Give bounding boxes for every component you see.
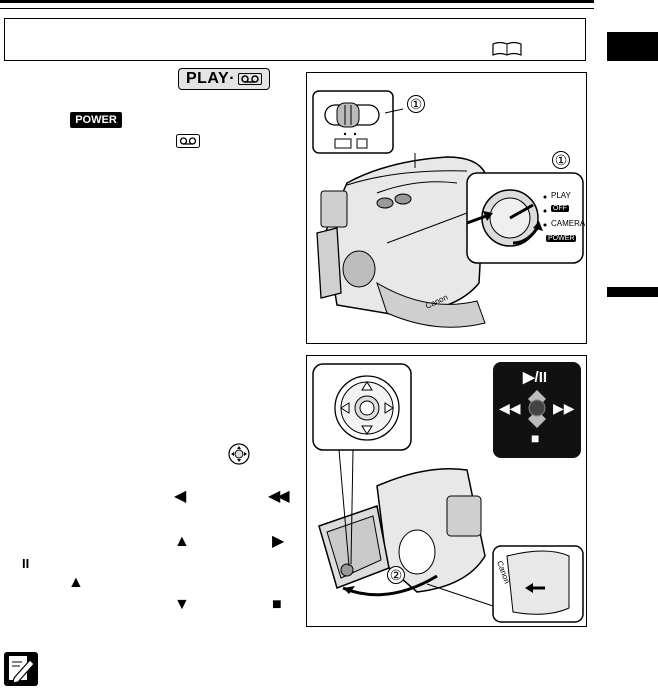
panel-ffwd: ▶▶	[553, 400, 575, 416]
header-box	[4, 18, 586, 61]
play-mode-badge: PLAY·	[178, 68, 270, 90]
book-reference-icon	[492, 41, 522, 56]
side-tab-bottom	[607, 287, 658, 297]
step-down-arrow: ▼	[174, 596, 190, 613]
dial-label-power: POWER	[546, 235, 577, 242]
step-play-symbol: ▶	[272, 533, 285, 550]
step-up-arrow-2: ▲	[68, 574, 84, 591]
camcorder-drawing-1: Canon	[312, 90, 584, 328]
joystick-icon	[228, 443, 250, 465]
callout-1-dial: ①	[552, 151, 570, 169]
callout-1-switch: ①	[407, 95, 425, 113]
dial-label-off: OFF	[551, 205, 569, 212]
panel-stop: ■	[531, 430, 540, 446]
step-pause-symbol: II	[22, 556, 30, 571]
figure-joystick-playback: Canon ② ▶/II ◀◀ ▶▶ ■	[306, 355, 587, 627]
top-rule	[0, 0, 594, 3]
step-left-arrow: ◀	[174, 488, 187, 505]
side-tab-top	[607, 32, 658, 61]
callout-2: ②	[387, 566, 405, 584]
note-pencil-icon	[4, 652, 38, 686]
step-up-arrow: ▲	[174, 533, 190, 550]
power-badge: POWER	[70, 112, 122, 128]
figure-power-dial: Canon ① ① PLAY OFF CAMERA POWER	[306, 72, 587, 344]
dial-label-play: PLAY	[551, 191, 571, 200]
camcorder-drawing-2: Canon	[312, 362, 584, 623]
tape-mode-icon	[176, 134, 200, 148]
top-rule-thin	[0, 8, 594, 9]
dial-label-camera: CAMERA	[551, 219, 586, 228]
play-mode-text: PLAY·	[185, 70, 236, 87]
step-rewind-symbol: ◀◀	[268, 488, 290, 505]
panel-play-pause: ▶/II	[523, 369, 548, 386]
tape-icon	[238, 73, 263, 85]
panel-rewind: ◀◀	[499, 400, 521, 416]
step-stop-symbol: ■	[272, 596, 282, 613]
